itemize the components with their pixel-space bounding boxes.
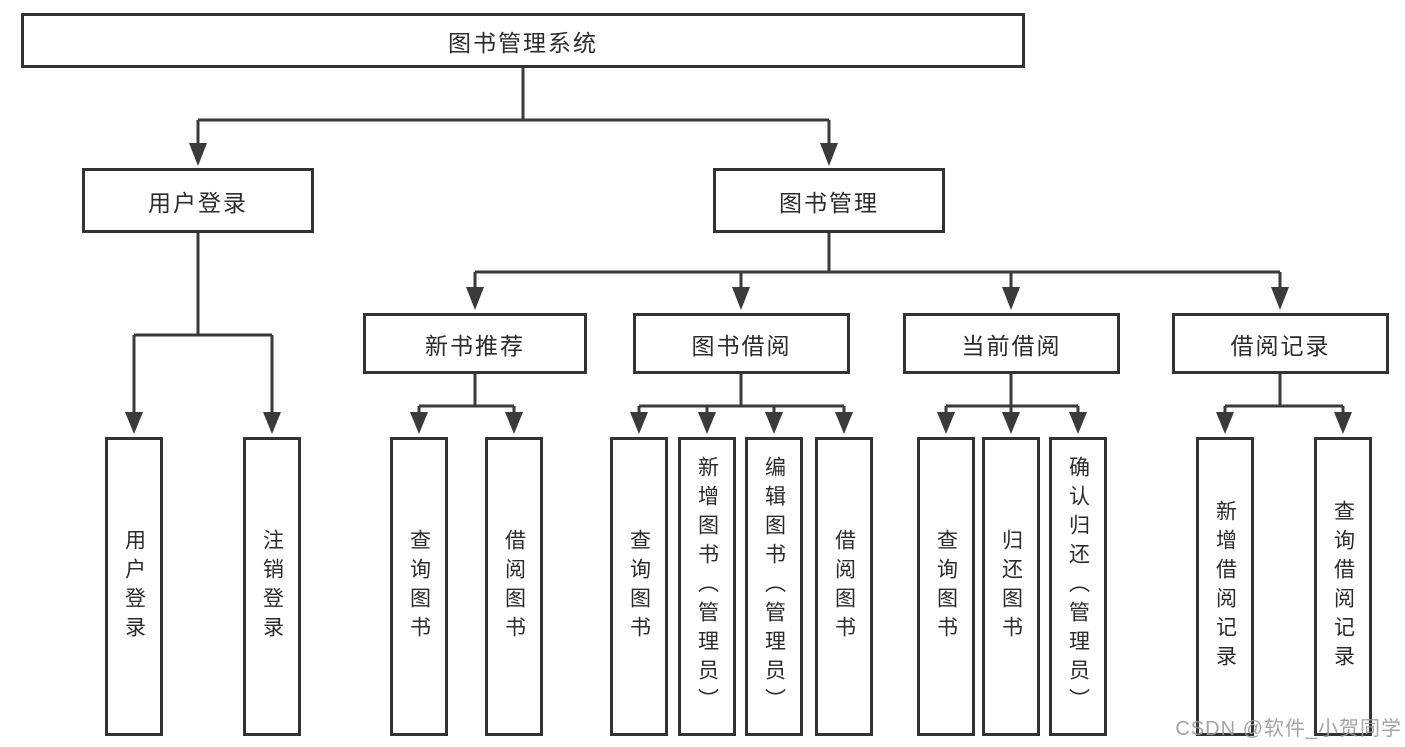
arrowhead-icon: [410, 412, 428, 434]
node-label: 新书推荐: [425, 332, 525, 359]
node-label: 注销登录: [260, 528, 284, 645]
node-leaf-query-books-1: 查询图书: [390, 437, 448, 736]
node-label: 新增图书（管理员）: [695, 456, 719, 717]
arrowhead-icon: [937, 412, 955, 434]
node-leaf-user-login: 用户登录: [105, 437, 163, 736]
node-leaf-return-books: 归还图书: [982, 437, 1040, 736]
node-label: 借阅图书: [502, 528, 526, 645]
arrowhead-icon: [820, 143, 838, 166]
arrowhead-icon: [765, 412, 783, 434]
node-label: 借阅图书: [832, 528, 856, 645]
arrowhead-icon: [698, 412, 716, 434]
node-leaf-confirm-return-admin: 确认归还（管理员）: [1049, 437, 1107, 736]
node-label: 用户登录: [122, 528, 146, 645]
node-label: 图书管理系统: [448, 29, 598, 56]
node-borrow-records: 借阅记录: [1172, 313, 1389, 374]
node-leaf-add-borrow-record: 新增借阅记录: [1196, 437, 1254, 736]
node-leaf-borrow-books-2: 借阅图书: [815, 437, 873, 736]
arrowhead-icon: [466, 287, 484, 310]
node-leaf-query-borrow-record: 查询借阅记录: [1314, 437, 1372, 736]
node-label: 查询图书: [627, 528, 651, 645]
node-label: 查询借阅记录: [1331, 499, 1355, 674]
node-label: 图书借阅: [691, 332, 792, 359]
arrowhead-icon: [505, 412, 523, 434]
node-user-login: 用户登录: [82, 168, 314, 233]
node-label: 查询图书: [407, 528, 431, 645]
arrowhead-icon: [1002, 412, 1020, 434]
node-current-borrow: 当前借阅: [903, 313, 1120, 374]
node-leaf-logout: 注销登录: [243, 437, 301, 736]
node-label: 归还图书: [999, 528, 1023, 645]
node-label: 查询图书: [934, 528, 958, 645]
arrowhead-icon: [732, 287, 750, 310]
watermark: CSDN @软件_小贺同学: [1175, 718, 1402, 740]
node-leaf-query-books-3: 查询图书: [917, 437, 975, 736]
arrowhead-icon: [630, 412, 648, 434]
arrowhead-icon: [125, 412, 143, 434]
arrow-shaft: [132, 120, 1345, 415]
connector-line: [134, 68, 1343, 408]
node-label: 当前借阅: [961, 332, 1062, 359]
arrowhead-icon: [263, 412, 281, 434]
node-label: 编辑图书（管理员）: [762, 456, 786, 717]
arrowhead-icon: [1334, 412, 1352, 434]
node-book-management: 图书管理: [713, 168, 945, 233]
node-label: 新增借阅记录: [1213, 499, 1237, 674]
node-new-books: 新书推荐: [363, 313, 587, 374]
node-label: 图书管理: [779, 189, 879, 216]
arrowhead-icon: [189, 143, 207, 166]
node-leaf-edit-books-admin: 编辑图书（管理员）: [745, 437, 803, 736]
node-label: 用户登录: [148, 189, 248, 216]
node-leaf-query-books-2: 查询图书: [610, 437, 668, 736]
node-leaf-borrow-books-1: 借阅图书: [485, 437, 543, 736]
node-book-borrow: 图书借阅: [633, 313, 850, 374]
arrowhead-icon: [835, 412, 853, 434]
arrowhead-icon: [1271, 287, 1289, 310]
arrowhead-icon: [1216, 412, 1234, 434]
arrowhead-icon: [1002, 287, 1020, 310]
node-label: 确认归还（管理员）: [1066, 456, 1090, 717]
node-system-root: 图书管理系统: [21, 13, 1025, 68]
node-label: 借阅记录: [1230, 332, 1331, 359]
arrowhead-icon: [1069, 412, 1087, 434]
node-leaf-add-books-admin: 新增图书（管理员）: [678, 437, 736, 736]
